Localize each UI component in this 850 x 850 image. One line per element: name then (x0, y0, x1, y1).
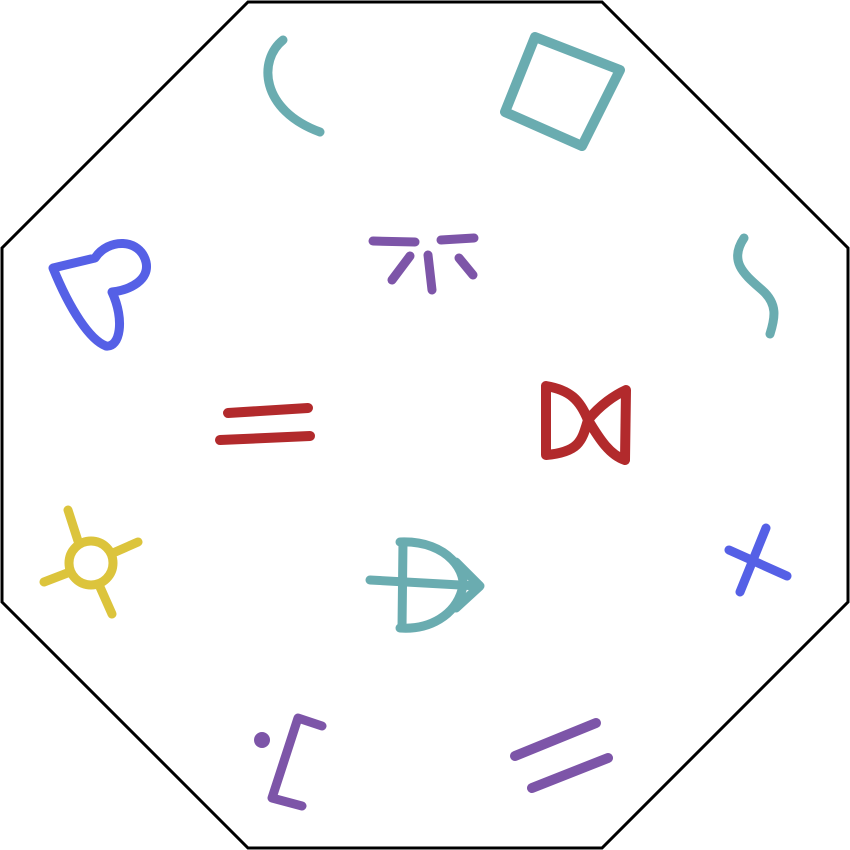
cross-symbol[interactable] (724, 523, 792, 597)
slanted-equals-symbol[interactable] (510, 718, 613, 793)
bowtie-symbol[interactable] (541, 381, 631, 465)
ladder-glyph-symbol[interactable] (368, 233, 479, 295)
equals-symbol[interactable] (215, 403, 315, 445)
dot-bracket-symbol[interactable] (254, 713, 327, 811)
heart-symbol[interactable] (48, 239, 151, 351)
square-symbol[interactable] (500, 32, 625, 151)
sun-circle-symbol[interactable] (39, 505, 143, 619)
bow-arrow-symbol[interactable] (365, 537, 485, 633)
s-curve-symbol[interactable] (733, 233, 779, 339)
crescent-symbol[interactable] (263, 35, 325, 137)
